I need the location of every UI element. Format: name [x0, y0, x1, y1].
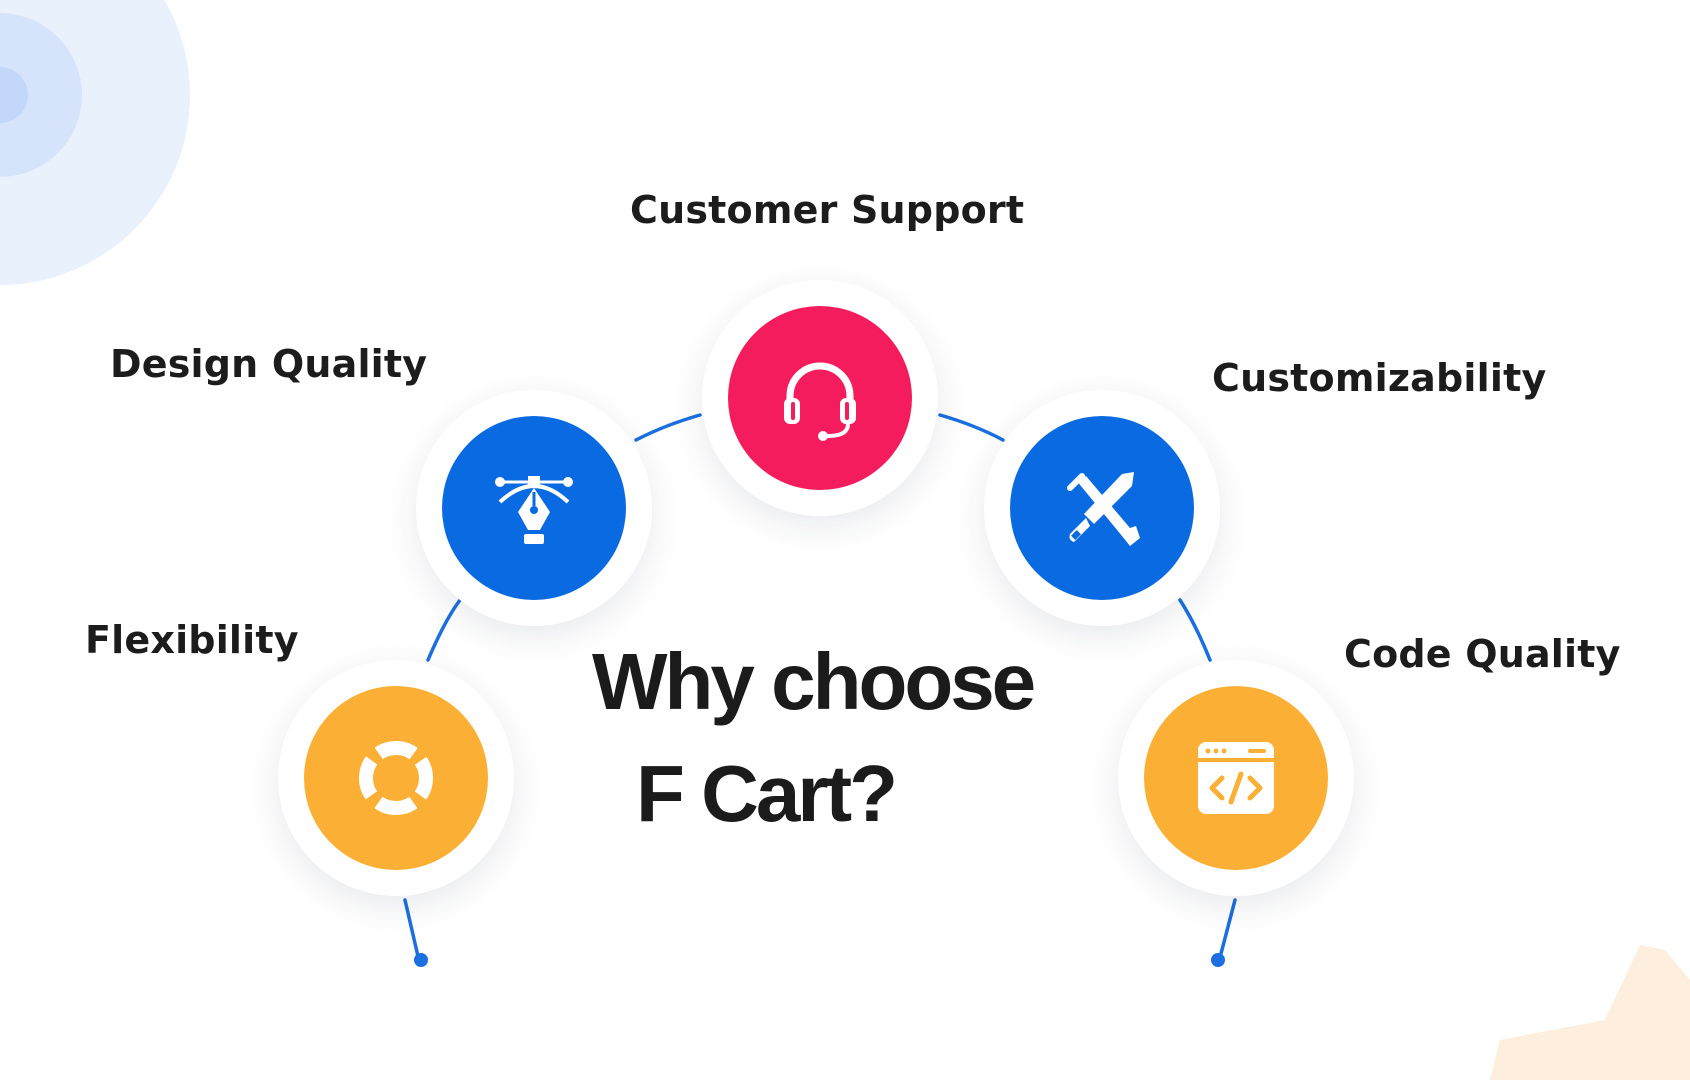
connector-dot: [414, 953, 428, 967]
headset-icon: [784, 362, 856, 441]
headline-line-2: F Cart?: [636, 749, 898, 838]
node-flexibility: [278, 660, 514, 896]
decor-circle-inner: [0, 67, 28, 123]
node-design-quality: [416, 390, 652, 626]
headline-line-1: Why choose: [592, 637, 1036, 726]
node-customer-support: [702, 280, 938, 516]
node-customizability-disc: [1010, 416, 1194, 600]
label-flexibility: Flexibility: [85, 618, 299, 662]
lifebuoy-icon: [358, 740, 434, 816]
node-customizability: [984, 390, 1220, 626]
label-design-quality: Design Quality: [110, 342, 428, 386]
pen-tool-icon: [495, 476, 573, 544]
node-design-quality-disc: [442, 416, 626, 600]
node-code-quality-disc: [1144, 686, 1328, 870]
decor-star: [1490, 945, 1690, 1080]
decor-circle-middle: [0, 13, 82, 177]
label-customizability: Customizability: [1212, 356, 1547, 400]
connector-line: [1178, 598, 1212, 662]
node-customer-support-disc: [728, 306, 912, 490]
tools-icon: [1067, 472, 1140, 546]
connector-line: [634, 413, 702, 442]
label-customer-support: Customer Support: [630, 188, 1025, 232]
node-code-quality: [1118, 660, 1354, 896]
code-window-icon: [1198, 742, 1274, 814]
connector-dot: [1211, 953, 1225, 967]
node-flexibility-disc: [304, 686, 488, 870]
connector-line: [938, 413, 1005, 442]
label-code-quality: Code Quality: [1344, 632, 1621, 676]
connector-line: [426, 598, 462, 662]
